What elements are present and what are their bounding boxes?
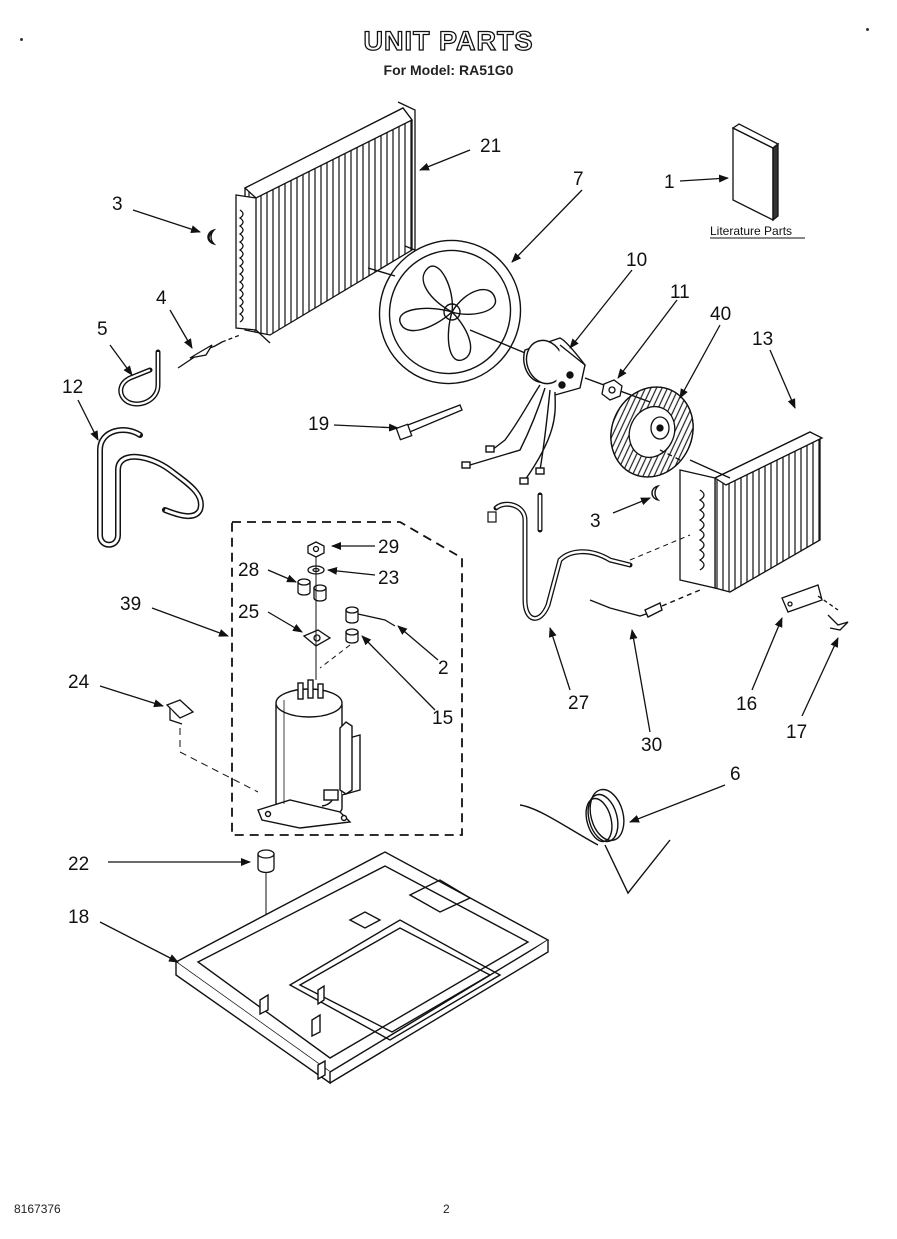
- callout-7: 7: [573, 169, 584, 190]
- mounting-grommet: [257, 849, 275, 874]
- callout-11: 11: [670, 282, 690, 303]
- compressor: [257, 679, 361, 829]
- suction-dash-line: [629, 534, 691, 561]
- terminal-nut: [307, 541, 325, 558]
- terminal-cover: [302, 629, 332, 647]
- leader-arrows: [77, 149, 839, 963]
- page-number: 2: [443, 1202, 450, 1216]
- callout-2: 2: [438, 658, 449, 679]
- capillary-tube: [177, 334, 241, 369]
- discharge-tube: [97, 427, 204, 548]
- suction-line-fitting: [487, 511, 497, 523]
- callout-3-right: 3: [590, 511, 601, 532]
- fan-motor: [461, 329, 651, 485]
- callout-numbers: 1 21 3 7 10 11 40 13 4 5 12 19 3 29 28 2…: [62, 136, 807, 928]
- callout-19: 19: [308, 414, 329, 435]
- callout-17: 17: [786, 722, 807, 743]
- suction-tube-bend-outline: [119, 352, 160, 406]
- callout-15: 15: [432, 708, 453, 729]
- callout-23: 23: [378, 568, 399, 589]
- literature-book: [731, 123, 780, 222]
- callout-30: 30: [641, 735, 662, 756]
- callout-25: 25: [238, 602, 259, 623]
- cable-tie: [395, 404, 463, 441]
- compressor-bracket: [165, 699, 195, 725]
- corner-mark-right: [866, 28, 869, 31]
- condenser-coil: [235, 101, 416, 344]
- grommets: [297, 578, 327, 602]
- callout-18: 18: [68, 907, 89, 928]
- corner-mark-left: [20, 38, 23, 41]
- bracket-dash-line: [179, 728, 259, 793]
- coil-clip-left: [207, 228, 217, 246]
- capillary-tube-assembly: [589, 589, 701, 618]
- suction-line-tube-inner: [495, 495, 631, 620]
- page-title: UNIT PARTS: [363, 25, 534, 56]
- callout-28: 28: [238, 560, 259, 581]
- assembly-dash-line: [319, 644, 351, 669]
- drain-slinger-ring: [519, 788, 671, 895]
- evaporator-coil: [659, 431, 824, 593]
- callout-6: 6: [730, 764, 741, 785]
- suction-tube-bend: [118, 349, 161, 407]
- blower-wheel: [610, 386, 694, 478]
- compressor-assembly-box: [231, 521, 463, 836]
- callout-22: 22: [68, 854, 89, 875]
- control-bracket: [781, 584, 839, 613]
- model-subtitle: For Model: RA51G0: [383, 62, 514, 78]
- fan-blade-shroud: [367, 239, 522, 385]
- callout-39: 39: [120, 594, 141, 615]
- literature-parts-label: Literature Parts: [710, 224, 792, 238]
- callout-24: 24: [68, 672, 90, 693]
- callout-3-left: 3: [112, 194, 123, 215]
- coil-clip-right: [651, 484, 661, 502]
- document-code: 8167376: [14, 1202, 61, 1216]
- discharge-tube-inner: [98, 428, 203, 547]
- hex-nut: [601, 379, 623, 401]
- callout-29: 29: [378, 537, 399, 558]
- callout-1: 1: [664, 172, 675, 193]
- retaining-clip: [827, 614, 849, 631]
- overload-protector: [345, 606, 396, 644]
- callout-27: 27: [568, 693, 589, 714]
- callout-16: 16: [736, 694, 757, 715]
- callout-13: 13: [752, 329, 773, 350]
- callout-4: 4: [156, 288, 167, 309]
- callout-21: 21: [480, 136, 501, 157]
- callout-5: 5: [97, 319, 108, 340]
- callout-12: 12: [62, 377, 83, 398]
- base-pan: [174, 851, 550, 1085]
- callout-40: 40: [710, 304, 731, 325]
- callout-10: 10: [626, 250, 647, 271]
